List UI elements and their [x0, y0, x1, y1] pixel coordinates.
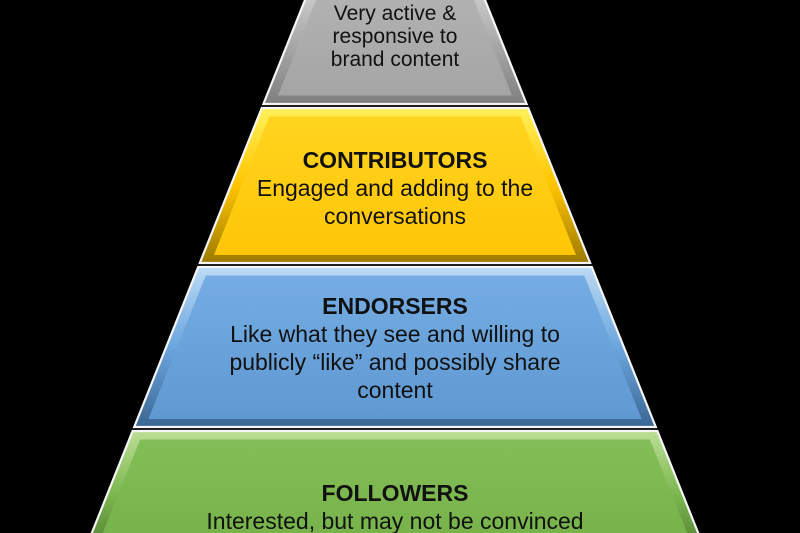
tier-contributors-shape — [198, 106, 592, 265]
tier-contributors-face — [214, 116, 576, 255]
tier-followers-face — [102, 439, 688, 533]
tier-top-shape — [261, 0, 529, 106]
tier-endorsers-face — [148, 275, 642, 419]
tier-endorsers-shape — [132, 265, 658, 429]
tier-top-face — [278, 0, 512, 96]
tier-followers-shape — [90, 429, 700, 533]
